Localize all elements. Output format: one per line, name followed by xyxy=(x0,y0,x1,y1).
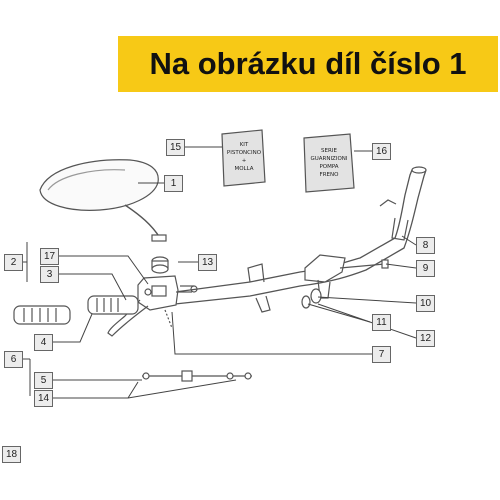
callout-17: 17 xyxy=(40,248,59,265)
kit16-line-2: GUARNIZIONI xyxy=(310,156,347,162)
callout-2: 2 xyxy=(4,254,23,271)
kit16-line-4: FRENO xyxy=(320,172,340,178)
callout-6: 6 xyxy=(4,351,23,368)
callout-12: 12 xyxy=(416,330,435,347)
handlebar-tube xyxy=(174,169,413,293)
callout-18: 18 xyxy=(2,446,21,463)
kit15-line-3: + xyxy=(242,158,247,164)
handlebar-clamp xyxy=(304,254,346,283)
callout-7: 7 xyxy=(372,346,391,363)
brake-lever xyxy=(107,299,149,337)
kit15-line-4: MOLLA xyxy=(234,166,253,172)
callout-8: 8 xyxy=(416,237,435,254)
callout-16: 16 xyxy=(372,143,391,160)
callout-13: 13 xyxy=(198,254,217,271)
kit16-line-3: POMPA xyxy=(319,164,338,170)
kit16-line-1: SERIE xyxy=(321,148,337,154)
kit15-line-2: PISTONCINO xyxy=(227,150,262,156)
callout-4: 4 xyxy=(34,334,53,351)
callout-5: 5 xyxy=(34,372,53,389)
callout-1: 1 xyxy=(164,175,183,192)
kit15-line-1: KIT xyxy=(240,142,249,148)
callout-3: 3 xyxy=(40,266,59,283)
handlebar-grip-left xyxy=(13,305,71,325)
kit-bag-15 xyxy=(221,129,266,187)
handlebar-grip-right xyxy=(87,295,139,315)
banner-title: Na obrázku díl číslo 1 xyxy=(149,46,467,81)
mirror-head xyxy=(39,159,159,211)
callout-9: 9 xyxy=(416,260,435,277)
callout-14: 14 xyxy=(34,390,53,407)
callout-10: 10 xyxy=(416,295,435,312)
callout-11: 11 xyxy=(372,314,391,331)
callout-15: 15 xyxy=(166,139,185,156)
kit-bag-16 xyxy=(303,133,355,193)
title-banner: Na obrázku díl číslo 1 xyxy=(118,36,498,92)
